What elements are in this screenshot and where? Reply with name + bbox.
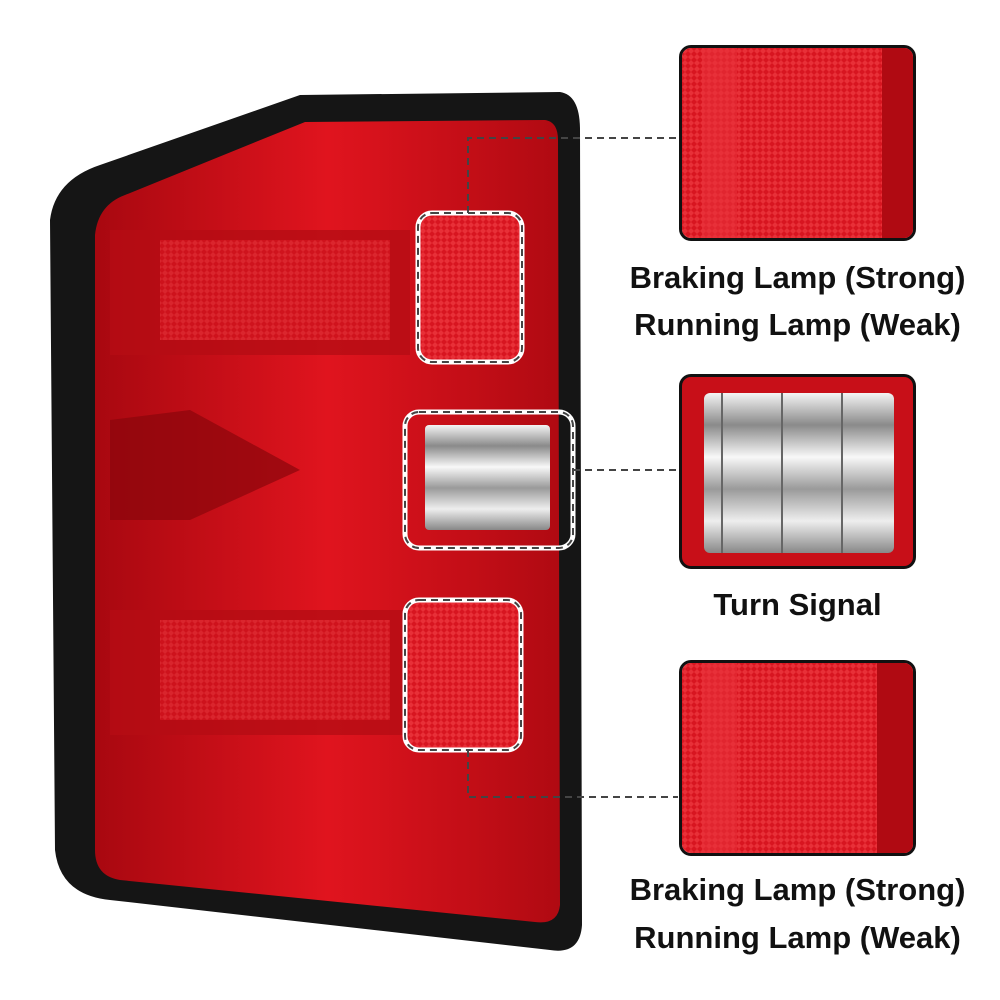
turn-signal-closeup xyxy=(679,374,916,569)
callout-label-bottom-line1: Braking Lamp (Strong) xyxy=(629,872,966,907)
braking-lamp-bottom-closeup xyxy=(679,660,916,856)
callout-lines xyxy=(404,137,678,798)
callout-label-top-line1: Braking Lamp (Strong) xyxy=(629,260,966,295)
braking-lamp-top-closeup xyxy=(679,45,916,241)
callout-label-middle: Turn Signal xyxy=(713,587,882,622)
callout-label-bottom-line2: Running Lamp (Weak) xyxy=(634,920,961,955)
callout-label-top-line2: Running Lamp (Weak) xyxy=(634,307,961,342)
